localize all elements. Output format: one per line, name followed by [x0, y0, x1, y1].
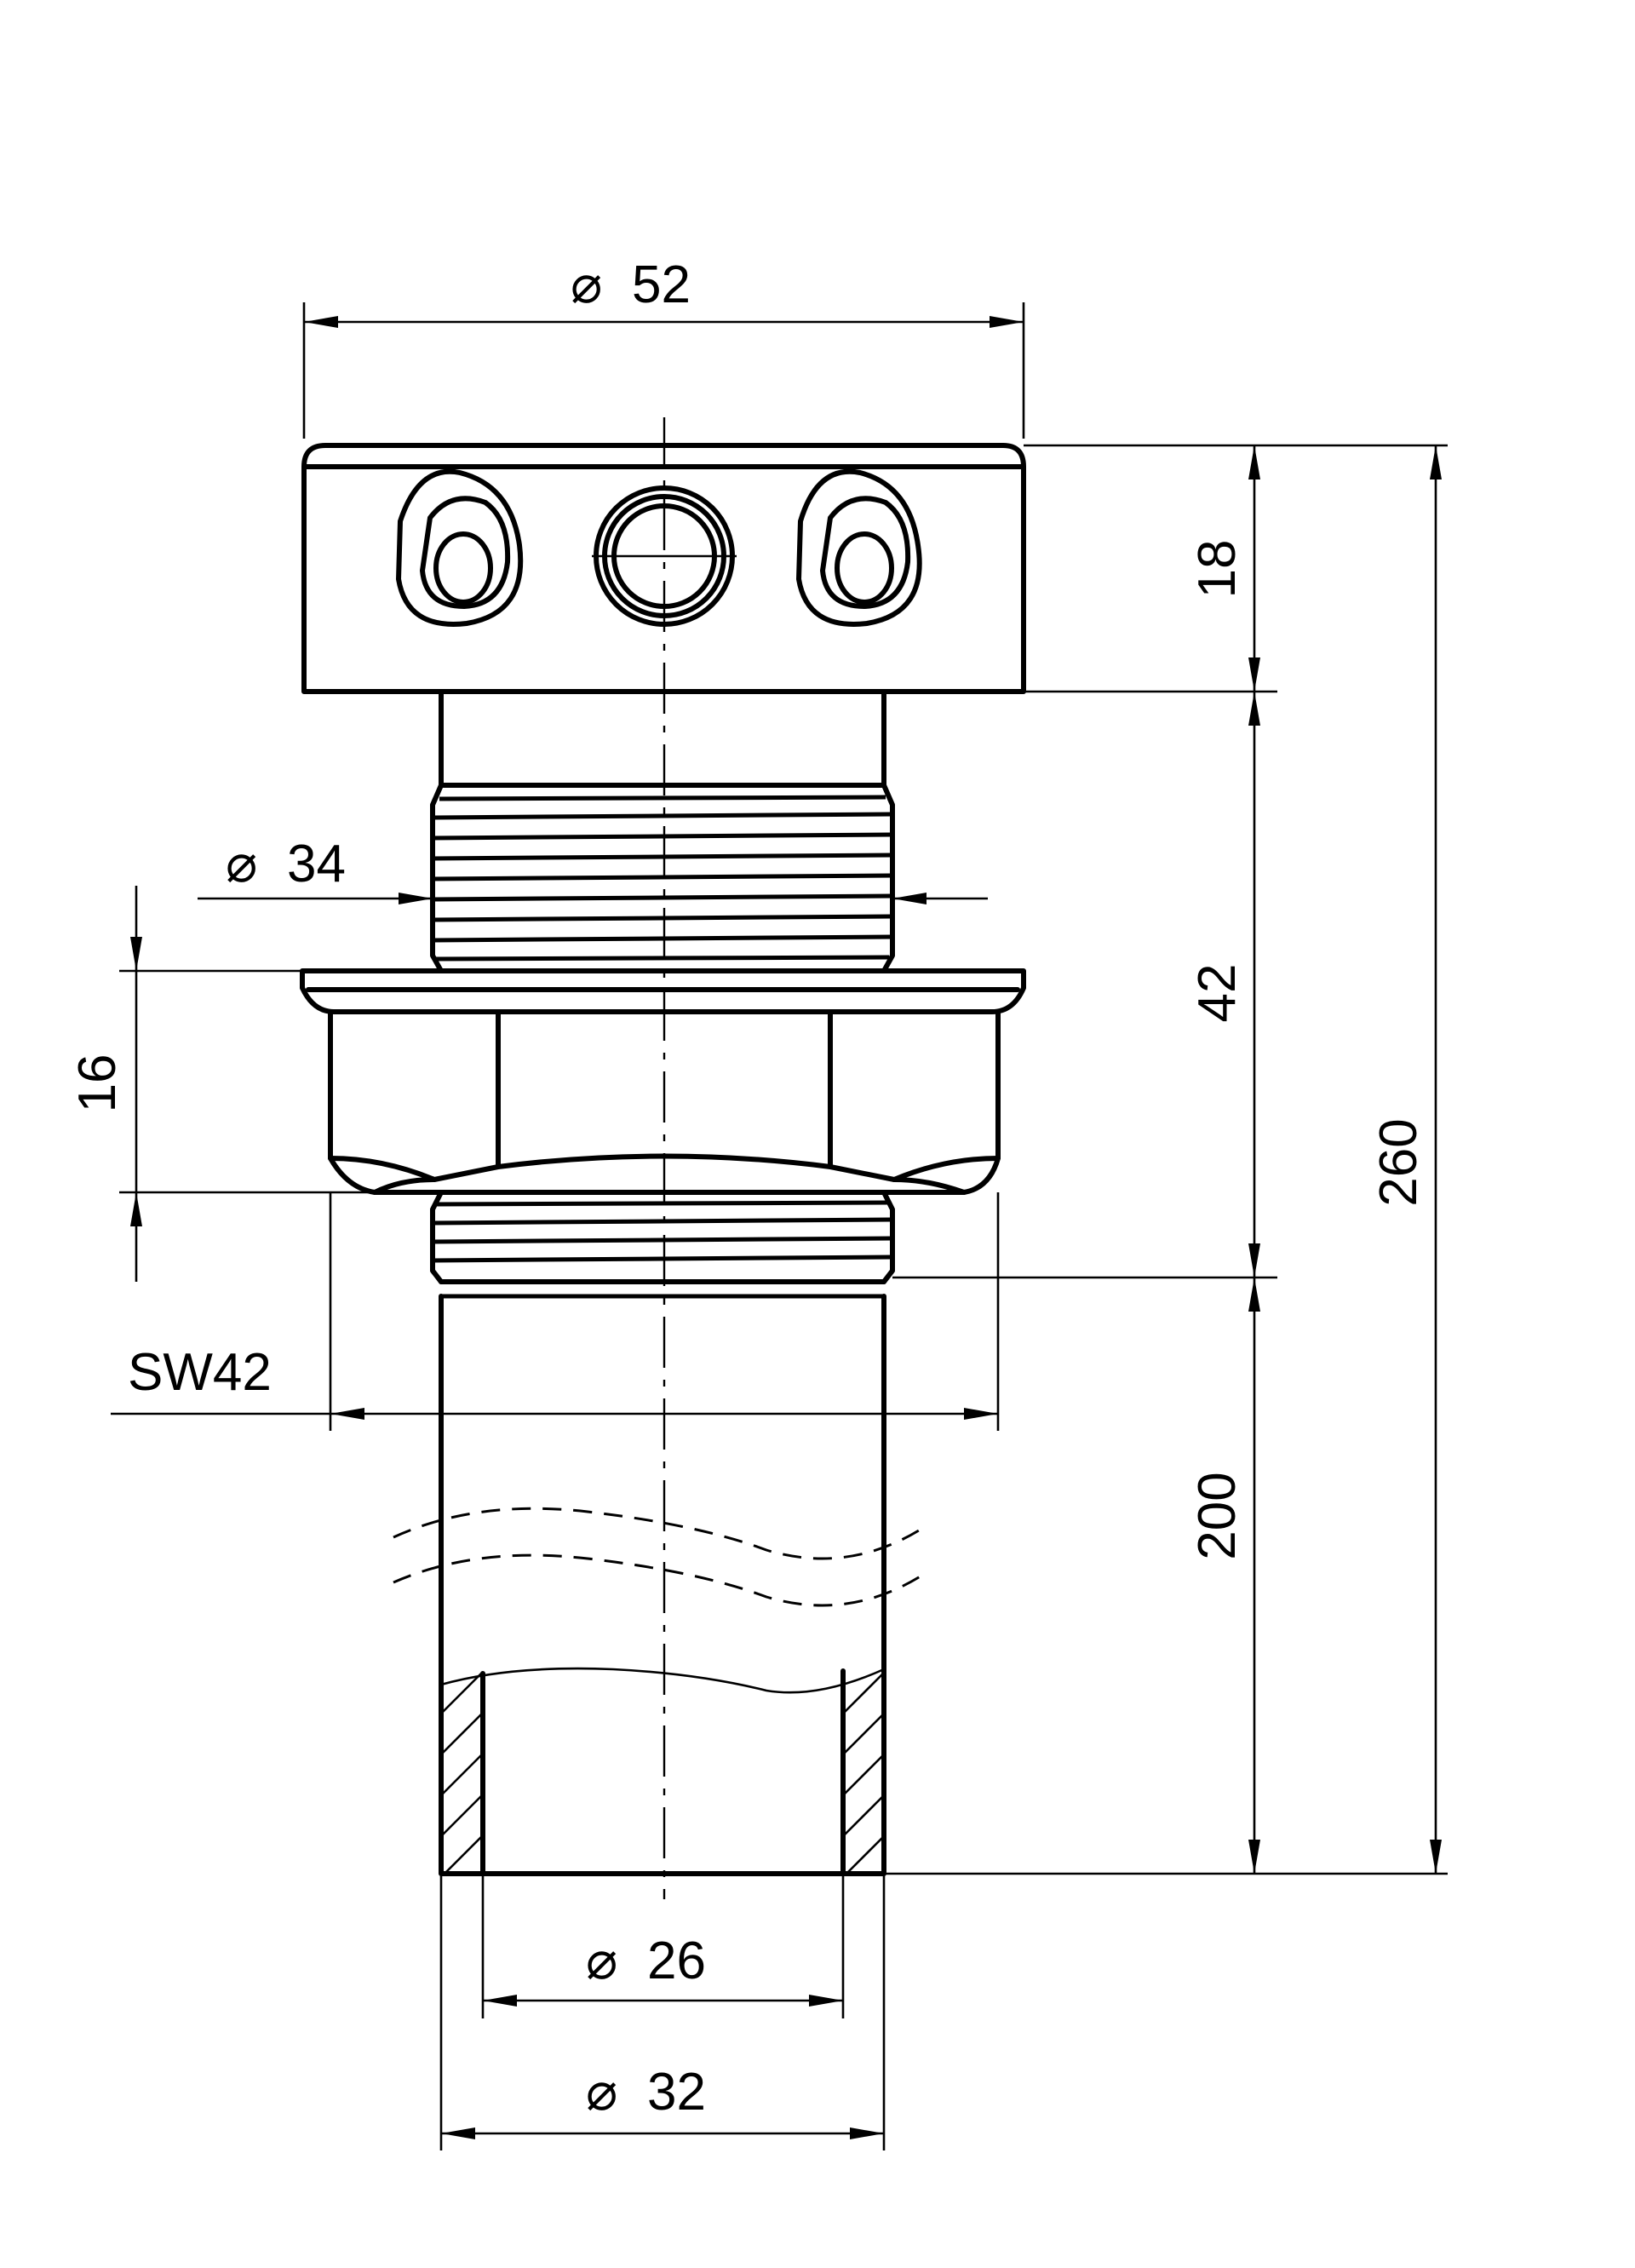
- dim-h16-label: 16: [68, 1054, 127, 1113]
- dim-sw-label: SW42: [128, 1343, 272, 1402]
- tube: [439, 1294, 886, 1876]
- right-gland: [796, 468, 922, 627]
- dim-d34-symbol: ⌀: [226, 835, 257, 893]
- hatch-right: [842, 1672, 885, 1875]
- break-line-lower: [393, 1553, 929, 1607]
- dim-d26-label: 26: [647, 1932, 706, 1990]
- neck: [439, 689, 886, 788]
- break-line-upper: [393, 1507, 929, 1560]
- sensor-body: [300, 417, 1026, 1899]
- head-block: [301, 443, 1026, 694]
- upper-thread: [430, 783, 895, 973]
- dim-h42-label: 42: [1188, 964, 1247, 1023]
- left-gland: [396, 468, 524, 627]
- dim-h260-label: 260: [1369, 1118, 1428, 1206]
- lower-thread: [430, 1190, 895, 1299]
- dim-d34-label: 34: [287, 835, 346, 893]
- dimension-lines: [111, 302, 1448, 2150]
- flange-washer: [300, 968, 1026, 1014]
- dim-d52-symbol: ⌀: [571, 256, 602, 314]
- dimension-labels: ⌀ 52 ⌀ 34 18 42 200 260 16 SW42 ⌀ 26 ⌀ 3…: [68, 256, 1428, 2122]
- dim-h18-label: 18: [1188, 540, 1247, 599]
- dim-d52-label: 52: [632, 256, 691, 314]
- dim-d26-symbol: ⌀: [586, 1932, 617, 1990]
- section-break: [440, 1667, 885, 1694]
- hatch-left: [440, 1671, 484, 1875]
- dim-d32-symbol: ⌀: [586, 2063, 617, 2122]
- dim-d32-label: 32: [647, 2063, 706, 2122]
- dim-h200-label: 200: [1188, 1472, 1247, 1559]
